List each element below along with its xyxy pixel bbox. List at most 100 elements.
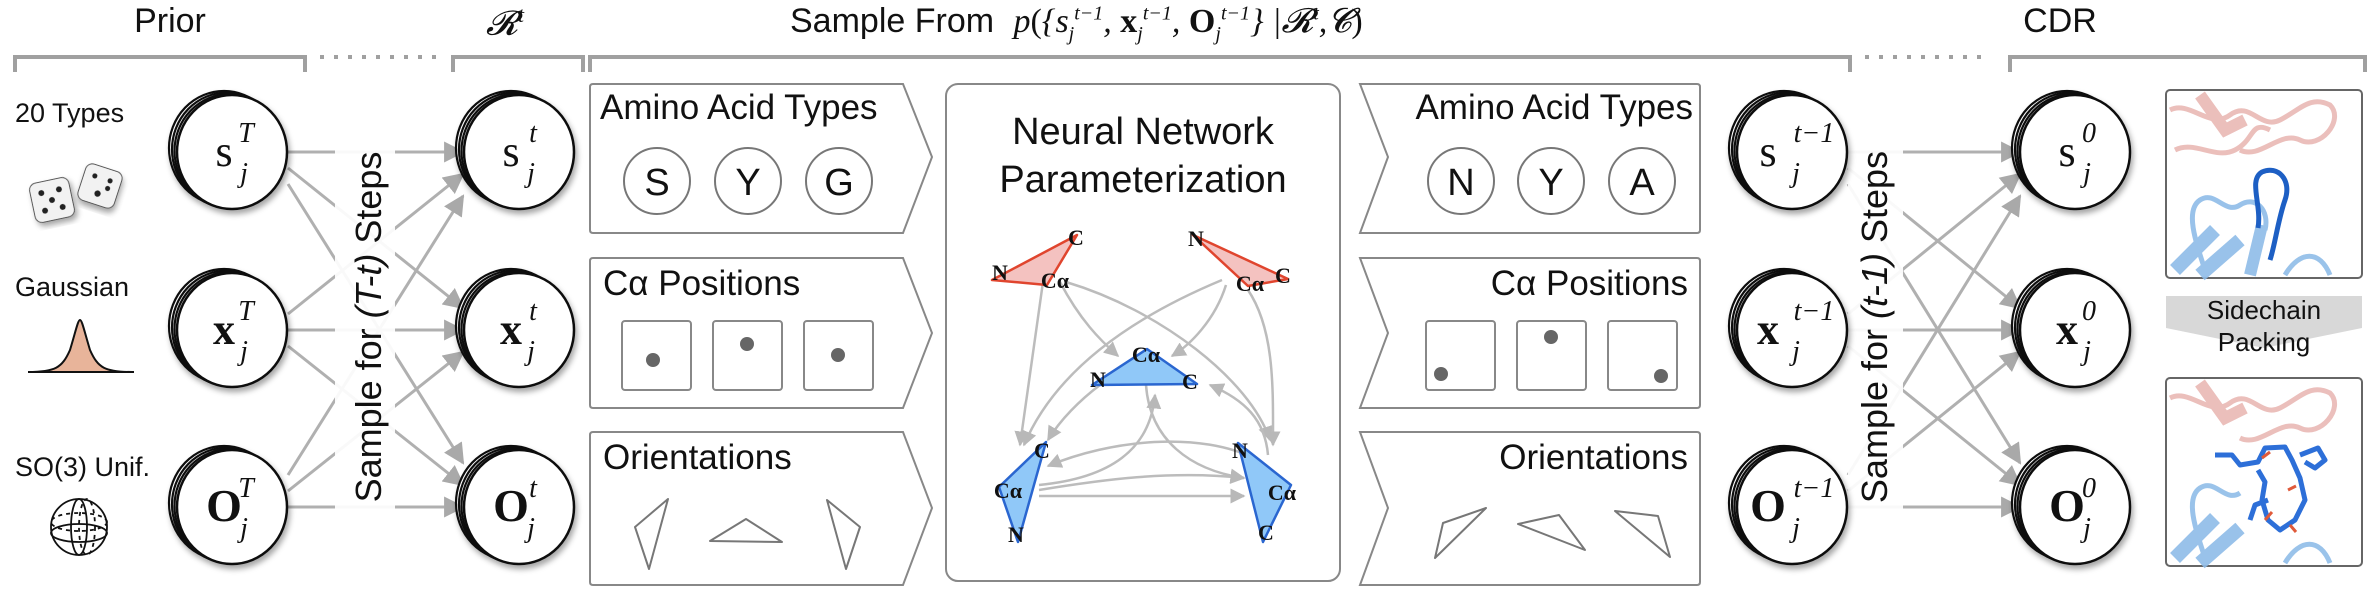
output-aa-circles	[1427, 147, 1676, 215]
prior-label-so3: SO(3) Unif.	[15, 452, 151, 482]
sample-steps-count: (t-1)	[1854, 253, 1895, 319]
neural-network-title: Neural Network Parameterization	[946, 108, 1340, 204]
node-subscript: j	[1789, 158, 1800, 189]
input-aa-letter: S	[644, 162, 669, 204]
node-symbol: s	[2058, 127, 2075, 176]
rt-superscript: t	[517, 2, 524, 27]
variable-node	[1727, 89, 1849, 211]
ca-position-dot	[646, 353, 660, 367]
cdr-header: CDR	[2023, 2, 2097, 40]
orientation-triangle	[709, 518, 783, 543]
input-orientations-title: Orientations	[603, 438, 792, 477]
node-subscript: j	[237, 336, 248, 367]
prior-label-types: 20 Types	[15, 98, 125, 128]
input-orientation-triangles	[634, 498, 861, 570]
node-symbol: x	[2056, 305, 2078, 354]
variable-node	[2010, 89, 2132, 211]
node-superscript: T	[238, 473, 256, 504]
atom-label-n: N	[992, 260, 1008, 285]
sample-from-header: Sample From p({sjt−1, xjt−1, Ojt−1} |𝓡t,…	[790, 2, 1550, 46]
atom-label-c: C	[1068, 225, 1084, 250]
node-symbol: x	[1757, 305, 1779, 354]
input-amino-acid-title: Amino Acid Types	[600, 88, 878, 127]
antigen-residue-triangle	[990, 233, 1079, 287]
atom-label-ca: Cα	[1131, 342, 1161, 367]
output-aa-letter: Y	[1538, 162, 1563, 204]
nn-edges	[1014, 278, 1281, 504]
sample-steps-suffix: Steps	[1854, 150, 1895, 253]
orientation-triangle	[1614, 510, 1671, 558]
atom-label-c: C	[1258, 520, 1274, 545]
sample-steps-count: (T-t)	[348, 253, 389, 319]
atom-label-c: C	[1034, 438, 1050, 463]
sample-steps-prefix: Sample for	[1854, 319, 1895, 504]
cdr-residue-triangle	[1090, 347, 1199, 387]
node-subscript: j	[524, 158, 535, 189]
node-superscript: T	[238, 118, 256, 149]
node-symbol: O	[206, 480, 242, 531]
cdr-sidechain-structure-image	[2165, 377, 2363, 569]
sample-steps-suffix: Steps	[348, 151, 389, 254]
node-superscript: 0	[2082, 296, 2096, 327]
input-ca-position-boxes	[621, 320, 874, 391]
ca-position-dot	[831, 348, 845, 362]
sidechain-line2: Packing	[2217, 327, 2311, 357]
ca-position-dot	[1544, 330, 1558, 344]
node-subscript: j	[2080, 158, 2091, 189]
node-superscript: 0	[2082, 118, 2096, 149]
sample-steps-left-label: Sample for (T-t) Steps	[348, 127, 392, 527]
atom-label-c: C	[1182, 369, 1198, 394]
node-subscript: j	[1789, 336, 1800, 367]
cdr-backbone-structure-image	[2165, 89, 2363, 281]
right-label-backdrop	[1848, 100, 1903, 560]
sample-steps-prefix: Sample for	[348, 318, 389, 503]
nn-title-line2: Parameterization	[999, 159, 1287, 201]
prior-bracket	[13, 55, 307, 72]
node-subscript: j	[524, 513, 535, 544]
orientation-triangle	[634, 498, 669, 570]
sample-from-formula: p({sjt−1, xjt−1, Ojt−1} |𝓡t,𝓒)	[1013, 2, 1363, 45]
atom-label-ca: Cα	[993, 478, 1023, 503]
rt-symbol: 𝓡	[486, 5, 518, 43]
output-ca-positions-title: Cα Positions	[1490, 264, 1688, 303]
node-symbol: O	[2049, 480, 2085, 531]
node-subscript: j	[1789, 513, 1800, 544]
prior-label-gaussian: Gaussian	[15, 272, 130, 302]
variable-node	[2010, 444, 2132, 566]
node-superscript: t	[529, 118, 538, 149]
nn-graph	[990, 233, 1293, 544]
ca-position-dot	[1654, 369, 1668, 383]
prior-header: Prior	[134, 2, 206, 40]
sample-from-prefix: Sample From	[790, 2, 995, 40]
variable-node	[167, 444, 289, 566]
atom-label-ca: Cα	[1235, 271, 1265, 296]
input-aa-circles	[623, 147, 873, 215]
sidechain-line1: Sidechain	[2206, 295, 2322, 325]
node-subscript: j	[524, 336, 535, 367]
variable-node	[2010, 267, 2132, 389]
atom-label-ca: Cα	[1040, 268, 1070, 293]
node-symbol: O	[493, 480, 529, 531]
variable-node	[454, 444, 576, 566]
atom-label-c: C	[1275, 263, 1291, 288]
output-ca-position-boxes	[1425, 320, 1678, 391]
ca-position-dot	[1434, 367, 1448, 381]
rt-header: 𝓡t	[455, 2, 555, 43]
antigen-residue-triangle	[1191, 233, 1290, 288]
header-brackets	[13, 55, 2367, 72]
output-aa-letter: A	[1629, 162, 1655, 204]
node-symbol: s	[502, 127, 519, 176]
orientation-triangle	[1517, 514, 1586, 551]
cdr-residue-triangle	[997, 440, 1048, 544]
variable-node	[167, 89, 289, 211]
cdr-residue-triangle	[1236, 441, 1293, 544]
node-symbol: s	[1759, 127, 1776, 176]
node-subscript: j	[237, 513, 248, 544]
variable-node	[454, 89, 576, 211]
node-superscript: t−1	[1794, 296, 1835, 327]
input-aa-letter: Y	[735, 162, 760, 204]
sample-steps-right-label: Sample for (t-1) Steps	[1854, 127, 1898, 527]
ca-position-dot	[740, 337, 754, 351]
